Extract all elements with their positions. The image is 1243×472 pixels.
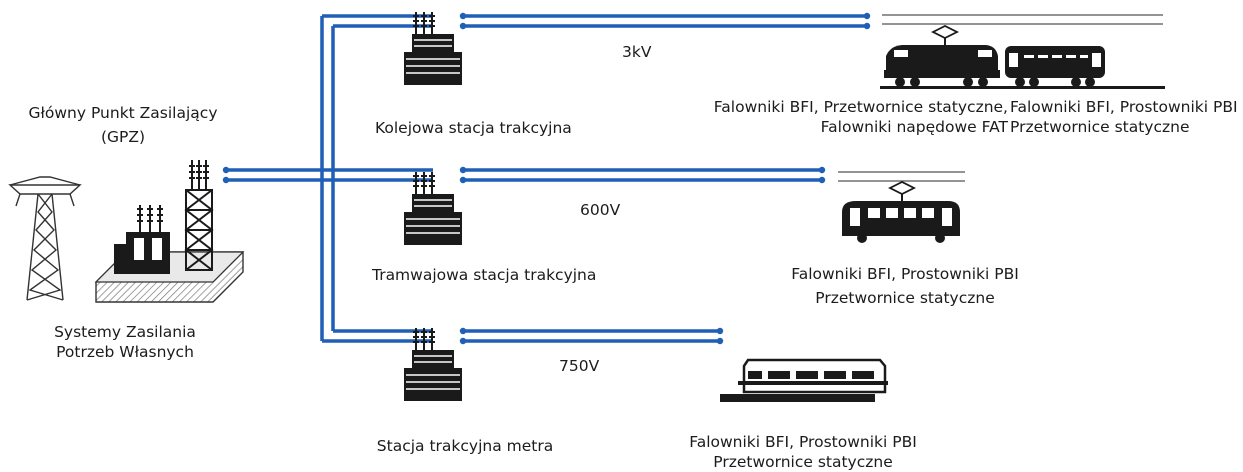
railcar-icon: [1005, 46, 1105, 87]
tram-station-name: Tramwajowa stacja trakcyjna: [372, 266, 597, 284]
metro-equipment-line2: Przetwornice statyczne: [713, 453, 893, 471]
tram-catenary: [838, 171, 965, 182]
rail-voltage: 3kV: [622, 43, 652, 61]
metro-train-icon: [738, 358, 888, 394]
metro-equipment: Falowniki BFI, Prostowniki PBI Przetworn…: [668, 432, 938, 472]
gpz-title-line2: (GPZ): [100, 128, 146, 146]
rail-track: [880, 86, 1165, 89]
gpz-title-line1: Główny Punkt Zasilający: [28, 104, 218, 122]
gpz-pylon-icon: [8, 176, 82, 301]
tram-voltage: 600V: [580, 201, 621, 219]
tram-substation-icon: [403, 171, 463, 246]
locomotive-equipment: Falowniki BFI, Przetwornice statyczne, F…: [668, 97, 1008, 137]
metro-station-name: Stacja trakcyjna metra: [376, 437, 554, 455]
metro-voltage: 750V: [559, 357, 600, 375]
tram-equipment: Falowniki BFI, Prostowniki PBI Przetworn…: [770, 264, 1040, 308]
locomotive-icon: [884, 24, 1000, 87]
railcar-equipment-line2: Przetwornice statyczne: [1010, 118, 1190, 136]
tram-equipment-line2: Przetwornice statyczne: [815, 289, 995, 307]
cable-network: [226, 14, 867, 343]
gpz-substation-icon: [94, 160, 245, 303]
own-needs-line2: Potrzeb Własnych: [56, 343, 194, 361]
locomotive-equipment-line2: Falowniki napędowe FAT: [820, 118, 1008, 136]
railcar-equipment-line1: Falowniki BFI, Prostowniki PBI: [1010, 98, 1238, 116]
gpz-title: Główny Punkt Zasilający (GPZ): [18, 103, 228, 147]
tram-icon: [842, 180, 960, 243]
own-needs-label: Systemy Zasilania Potrzeb Własnych: [40, 322, 210, 362]
rail-station-name: Kolejowa stacja trakcyjna: [375, 119, 572, 137]
railcar-equipment: Falowniki BFI, Prostowniki PBI Przetworn…: [1010, 97, 1238, 137]
locomotive-equipment-line1: Falowniki BFI, Przetwornice statyczne,: [713, 98, 1008, 116]
cable-terminals: [222, 12, 871, 345]
rail-catenary: [882, 14, 1163, 25]
own-needs-line1: Systemy Zasilania: [54, 323, 196, 341]
metro-platform: [720, 394, 875, 402]
rail-substation-icon: [403, 11, 463, 86]
metro-equipment-line1: Falowniki BFI, Prostowniki PBI: [689, 433, 917, 451]
metro-substation-icon: [403, 327, 463, 402]
tram-equipment-line1: Falowniki BFI, Prostowniki PBI: [791, 265, 1019, 283]
